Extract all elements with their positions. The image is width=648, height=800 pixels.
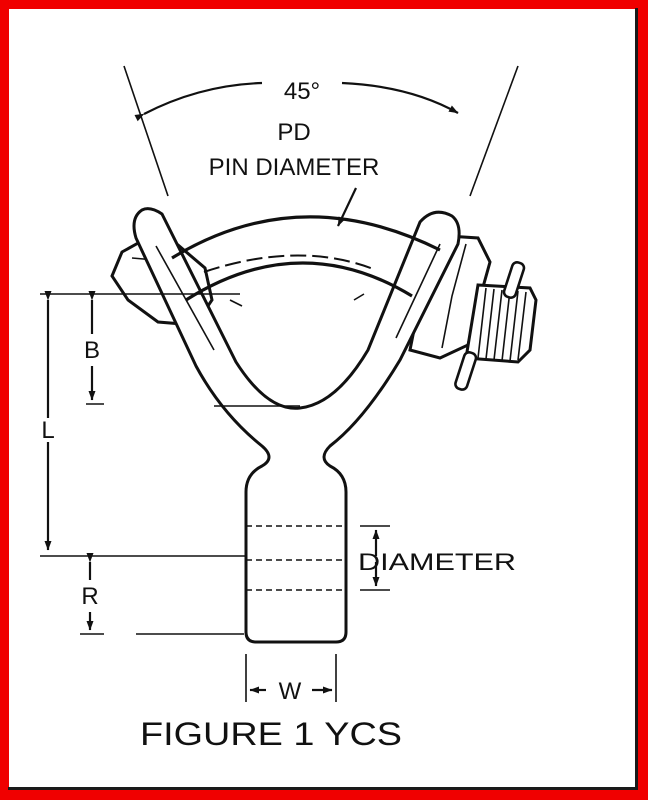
clevis-body [132,207,461,644]
angle-label: 45° [284,78,320,105]
figure-caption: FIGURE 1 YCS [140,716,402,752]
right-arm-details [353,243,441,339]
dimension-w [245,654,337,702]
angle-arc [134,81,263,122]
pin-diameter-label: PIN DIAMETER [209,154,380,181]
dimension-b [86,291,300,407]
b-label: B [84,337,100,364]
angle-extension-lines [123,65,519,197]
dimension-diameter [360,525,390,591]
pin-diameter-leader [337,187,357,227]
pd-label: PD [277,119,310,146]
diameter-label: DIAMETER [358,549,516,576]
w-label: W [279,678,302,705]
l-label: L [41,417,54,444]
left-arm-details [155,245,243,351]
curved-pin [171,215,441,302]
angle-arc-right [341,81,459,114]
threaded-pin-end [454,261,538,391]
eye-hole-lines [246,525,346,591]
dimension-l [40,291,246,557]
r-label: R [81,583,98,610]
dimension-r [80,553,244,635]
